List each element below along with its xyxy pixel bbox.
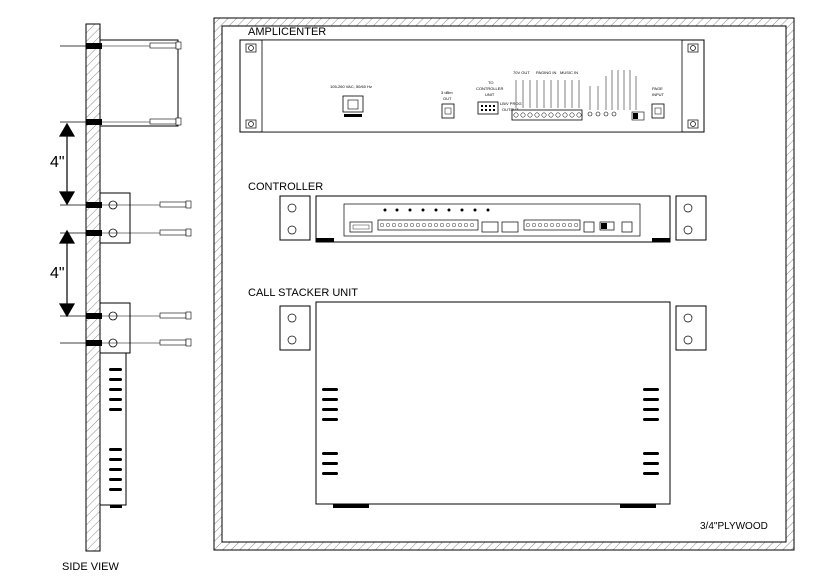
controller-terminal-strip-2 (523, 219, 581, 231)
controller-connector (477, 101, 499, 115)
controller-bracket-right (675, 195, 707, 241)
amplicenter-mount-screws (245, 43, 699, 129)
side-plywood-board (85, 23, 101, 552)
dimension-upper-label: 4" (50, 154, 65, 171)
controller-unit: CONTROLLER (248, 181, 707, 243)
call-stacker-vents-right (643, 388, 659, 475)
amplicenter-terminal-strip (511, 80, 583, 121)
side-call-stacker-unit (99, 352, 127, 506)
side-view-label: SIDE VIEW (62, 561, 119, 573)
call-stacker-vents-left (322, 388, 338, 475)
paging-in-label: PAGING IN (536, 70, 556, 75)
power-label: 105-260 VAC, 50/60 Hz (330, 84, 372, 89)
out-word-label: OUT (443, 96, 452, 101)
call-stacker-title: CALL STACKER UNIT (248, 287, 358, 299)
controller-connector-a (481, 221, 499, 233)
to-controller-label-2: CONTROLLER (476, 86, 503, 91)
side-vent-slots (109, 368, 122, 491)
call-stacker-bracket-right (675, 305, 707, 351)
controller-title: CONTROLLER (248, 181, 323, 193)
amplicenter-unit: AMPLICENTER 105-260 VAC, 50/60 Hz 3 dBm … (239, 26, 705, 133)
amplicenter-controls (587, 70, 645, 121)
call-stacker-bracket-left (279, 305, 311, 351)
page-input-label-1: PAGE (652, 86, 663, 91)
speaker-out-label: 70V OUT (513, 70, 530, 75)
call-stacker-foot-right (620, 504, 656, 508)
controller-jack-b (621, 221, 633, 233)
controller-jack-a (583, 221, 595, 233)
to-controller-label-1: TO (488, 80, 493, 85)
dimension-arrow-upper (58, 122, 76, 206)
call-stacker-foot-left (333, 504, 369, 508)
dimension-lower-label: 4" (50, 265, 65, 282)
music-in-label: MUSIC IN (560, 70, 578, 75)
plywood-label: 3/4"PLYWOOD (700, 521, 768, 532)
side-view: 4" 4" SIDE VIEW (50, 23, 192, 573)
amplicenter-title: AMPLICENTER (248, 26, 326, 38)
side-amplicenter-box (99, 39, 179, 127)
controller-connector-b (501, 221, 519, 233)
controller-leds (383, 208, 490, 212)
call-stacker-unit: CALL STACKER UNIT (248, 287, 707, 508)
page-input-label-2: INPUT (652, 92, 665, 97)
controller-bracket-left (279, 195, 311, 241)
line-out-label-1: LB/V PROG (500, 101, 522, 106)
to-controller-label-3: UNIT (485, 92, 495, 97)
call-stacker-chassis (315, 301, 671, 505)
out-value-label: 3 dBm (441, 90, 453, 95)
line-out-label-2: OUTPUT (502, 107, 519, 112)
controller-terminal-strip-1 (377, 219, 479, 231)
dimension-arrow-lower (58, 229, 76, 318)
